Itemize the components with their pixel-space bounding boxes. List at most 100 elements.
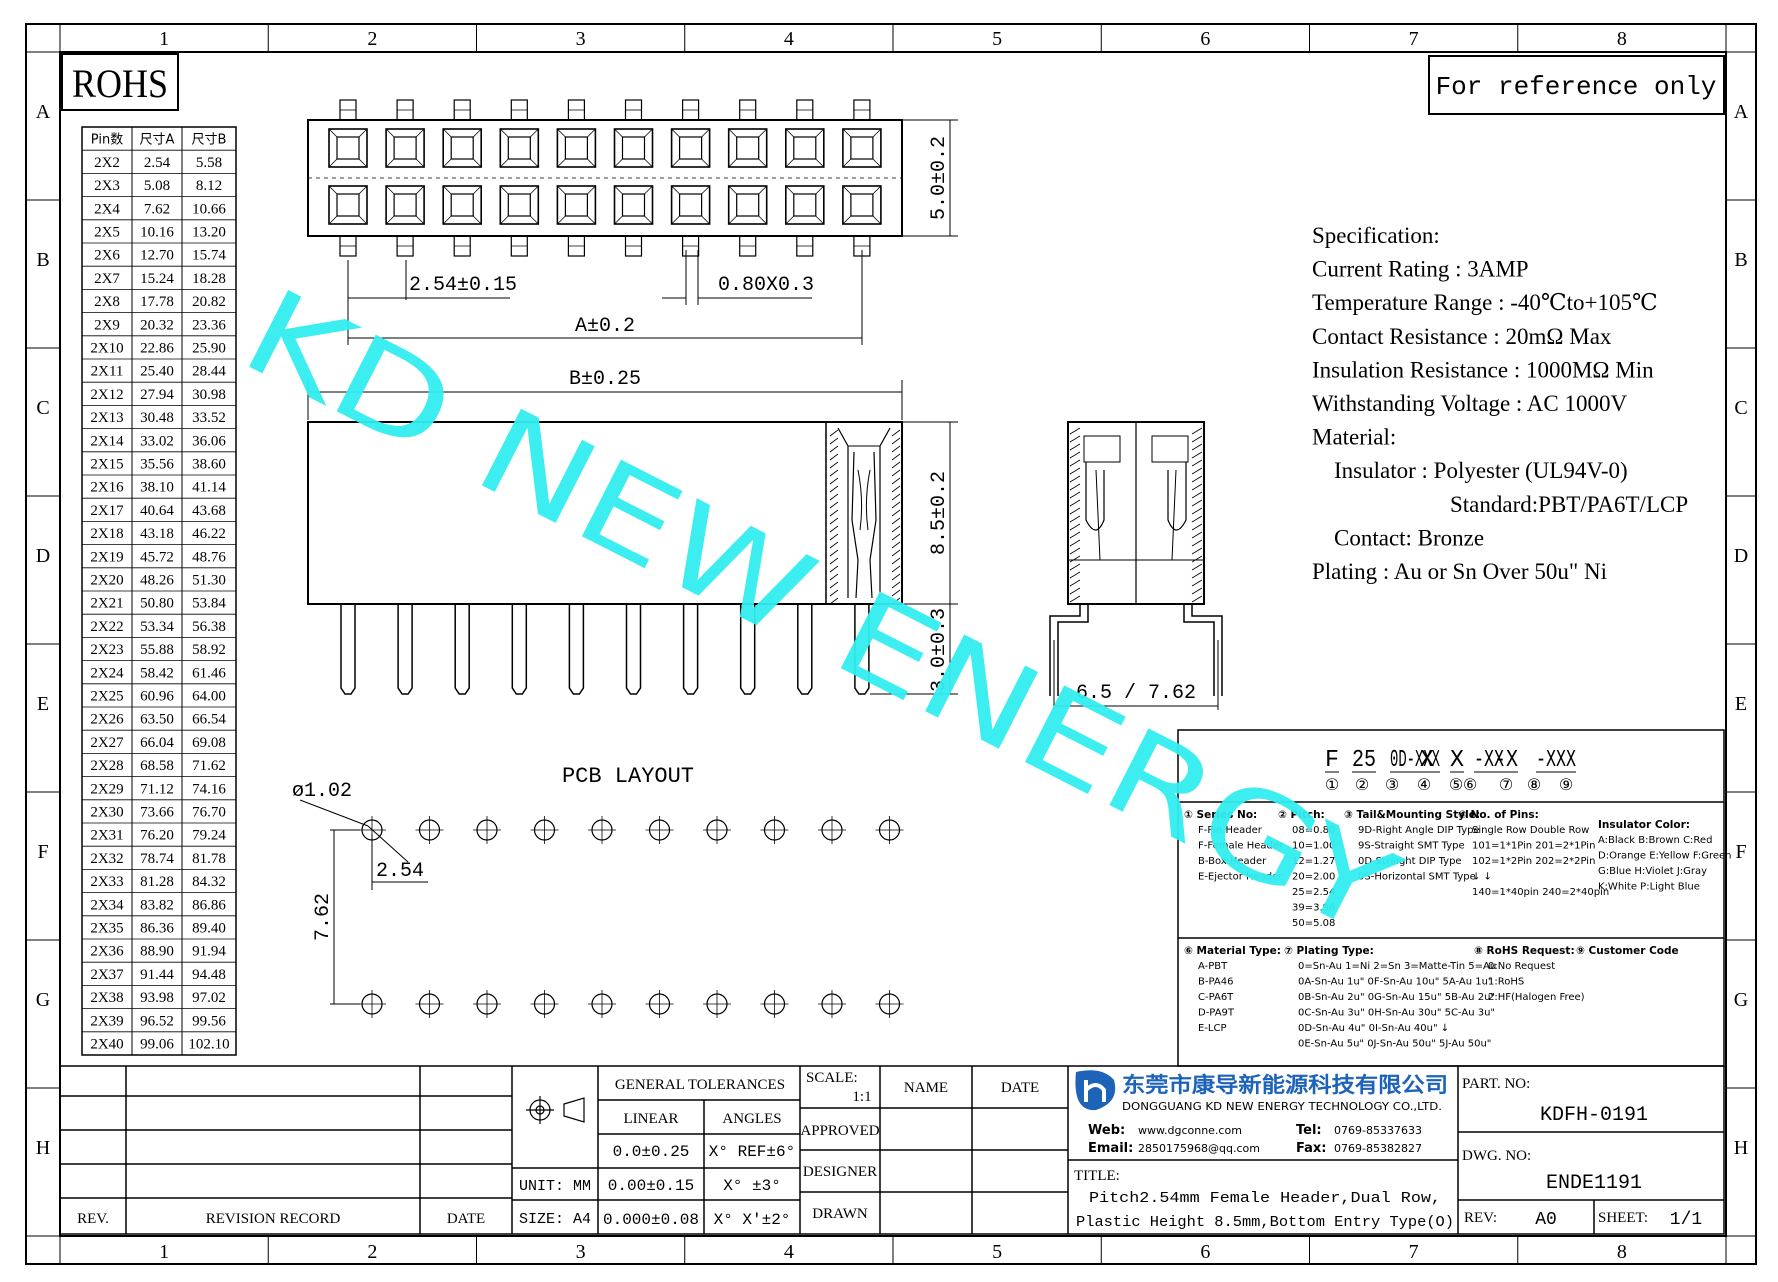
legend-item: 0:No Request [1488, 961, 1555, 972]
pcb-row-pitch-label: 7.62 [312, 893, 335, 941]
pin-table-cell: 46.22 [192, 526, 226, 542]
frame-row-label-right: E [1735, 693, 1747, 715]
front-dimensions [870, 421, 958, 695]
tb-email-label: Email: [1088, 1141, 1133, 1156]
tb-rev-value: A0 [1535, 1210, 1557, 1230]
pin-table-cell: 2X23 [90, 642, 123, 658]
pin-table-cell: 2X35 [90, 921, 123, 937]
pin-table-cell: 74.16 [192, 781, 226, 797]
pin-table-cell: 5.08 [144, 178, 170, 194]
legend-item: 9S-Straight SMT Type [1358, 841, 1465, 852]
pin-table-cell: 58.92 [192, 642, 226, 658]
pin-table-cell: 2X26 [90, 712, 124, 728]
tb-general-tolerances: GENERAL TOLERANCES [615, 1077, 785, 1093]
legend-item: F-Pin Header [1198, 825, 1263, 836]
legend-item: 0D-Straight DIP Type [1358, 856, 1462, 867]
frame-row-label-right: G [1734, 989, 1748, 1011]
frame-col-label-top: 6 [1200, 28, 1210, 50]
tb-date-col: DATE [1001, 1080, 1039, 1096]
tb-title-line2: Plastic Height 8.5mm,Bottom Entry Type(O… [1076, 1214, 1454, 1231]
part-code-index: ⑦ [1499, 775, 1513, 794]
pin-table-cell: 2X6 [94, 248, 120, 264]
pin-table-cell: 38.60 [192, 457, 226, 473]
legend-title: ④ No. of Pins: [1458, 809, 1539, 821]
pin-table-cell: 50.80 [140, 596, 174, 612]
pin-table-cell: 53.84 [192, 596, 226, 612]
legend-item: 10=1.00 [1292, 841, 1335, 852]
dim-tail: 3.0±0.3 [928, 608, 951, 692]
tb-title-line1: Pitch2.54mm Female Header,Dual Row, [1089, 1190, 1441, 1207]
tb-dwg-no: ENDE1191 [1546, 1172, 1642, 1195]
legend-item: 0S-Horizontal SMT Type [1358, 872, 1476, 883]
part-code-segment: X [1420, 747, 1434, 774]
frame-row-label-right: D [1734, 545, 1748, 567]
tb-tol-linear-2: 0.00±0.15 [608, 1177, 694, 1195]
pin-table-cell: 20.82 [192, 294, 226, 310]
legend-item: 140=1*40pin 240=2*40pin [1472, 887, 1609, 898]
pin-table-cell: 13.20 [192, 225, 226, 241]
tb-email: 2850175968@qq.com [1138, 1142, 1260, 1155]
tb-tol-linear-3: 0.000±0.08 [603, 1211, 699, 1229]
pin-table-cell: 2X36 [90, 944, 124, 960]
rohs-box [61, 53, 179, 111]
pin-table-cell: 2X16 [90, 480, 124, 496]
legend-title: ⑦ Plating Type: [1284, 945, 1374, 957]
frame-row-label-left: D [36, 545, 50, 567]
part-code-segment: -XXX [1536, 747, 1576, 774]
pin-table-cell: 22.86 [140, 341, 174, 357]
legend-title: ⑧ RoHS Request: [1474, 945, 1575, 957]
pin-table-cell: 2X34 [90, 897, 124, 913]
legend-item: 2:HF(Halogen Free) [1488, 992, 1585, 1003]
part-code-index: ① [1325, 775, 1339, 794]
tb-linear: LINEAR [624, 1111, 679, 1127]
pcb-hole-label: ø1.02 [292, 780, 352, 803]
tb-tol-angle-3: X° X'±2° [714, 1211, 791, 1229]
pin-table-cell: 2X2 [94, 155, 120, 171]
pin-table-cell: 36.06 [192, 433, 226, 449]
tb-rev: REV. [77, 1211, 109, 1227]
part-code-index: ⑧ [1527, 775, 1541, 794]
tb-unit: UNIT: MM [519, 1178, 591, 1195]
pin-table-cell: 48.76 [192, 549, 226, 565]
pin-table-cell: 30.48 [140, 410, 174, 426]
frame-row-label-right: F [1735, 841, 1746, 863]
frame-col-label-top: 7 [1409, 28, 1419, 50]
pin-table-cell: 93.98 [140, 990, 174, 1006]
pin-table-header: Pin数 [91, 133, 123, 148]
tb-revision-record: REVISION RECORD [206, 1211, 341, 1227]
frame-col-label-top: 3 [576, 28, 586, 50]
frame-row-label-right: A [1734, 101, 1749, 123]
tb-dwg-no-label: DWG. NO: [1462, 1148, 1531, 1164]
pin-table-cell: 2X38 [90, 990, 123, 1006]
pin-table-cell: 71.62 [192, 758, 226, 774]
pin-table-cell: 2X33 [90, 874, 123, 890]
legend-item: B-PA46 [1198, 977, 1233, 988]
specification-block: Specification:Current Rating : 3AMPTempe… [1312, 223, 1688, 584]
pin-table-cell: 12.70 [140, 248, 174, 264]
part-code-index: ③ [1385, 775, 1399, 794]
pcb-holes [358, 816, 904, 1018]
frame-row-label-right: B [1734, 249, 1747, 271]
spec-line: Specification: [1312, 223, 1440, 248]
legend-item: 0A-Sn-Au 1u" 0F-Sn-Au 10u" 5A-Au 1u" [1298, 977, 1493, 988]
pin-table-cell: 20.32 [140, 317, 174, 333]
tb-designer: DESIGNER [803, 1164, 877, 1180]
frame-col-label-bottom: 5 [992, 1241, 1002, 1263]
tb-rev-label: REV: [1464, 1210, 1497, 1226]
pin-table-cell: 5.58 [196, 155, 222, 171]
frame-row-label-left: F [37, 841, 48, 863]
pin-table-cell: 83.82 [140, 897, 174, 913]
spec-line: Current Rating : 3AMP [1312, 257, 1529, 282]
pin-table-cell: 53.34 [140, 619, 174, 635]
frame-col-label-bottom: 1 [159, 1241, 169, 1263]
pin-table-cell: 2X4 [94, 201, 120, 217]
pin-table-cell: 2X9 [94, 317, 120, 333]
pin-table-cell: 56.38 [192, 619, 226, 635]
dim-height: 8.5±0.2 [928, 471, 951, 555]
frame-col-label-bottom: 2 [367, 1241, 377, 1263]
pin-table-cell: 33.02 [140, 433, 174, 449]
spec-line: Standard:PBT/PA6T/LCP [1450, 492, 1688, 517]
pin-table-cell: 8.12 [196, 178, 222, 194]
